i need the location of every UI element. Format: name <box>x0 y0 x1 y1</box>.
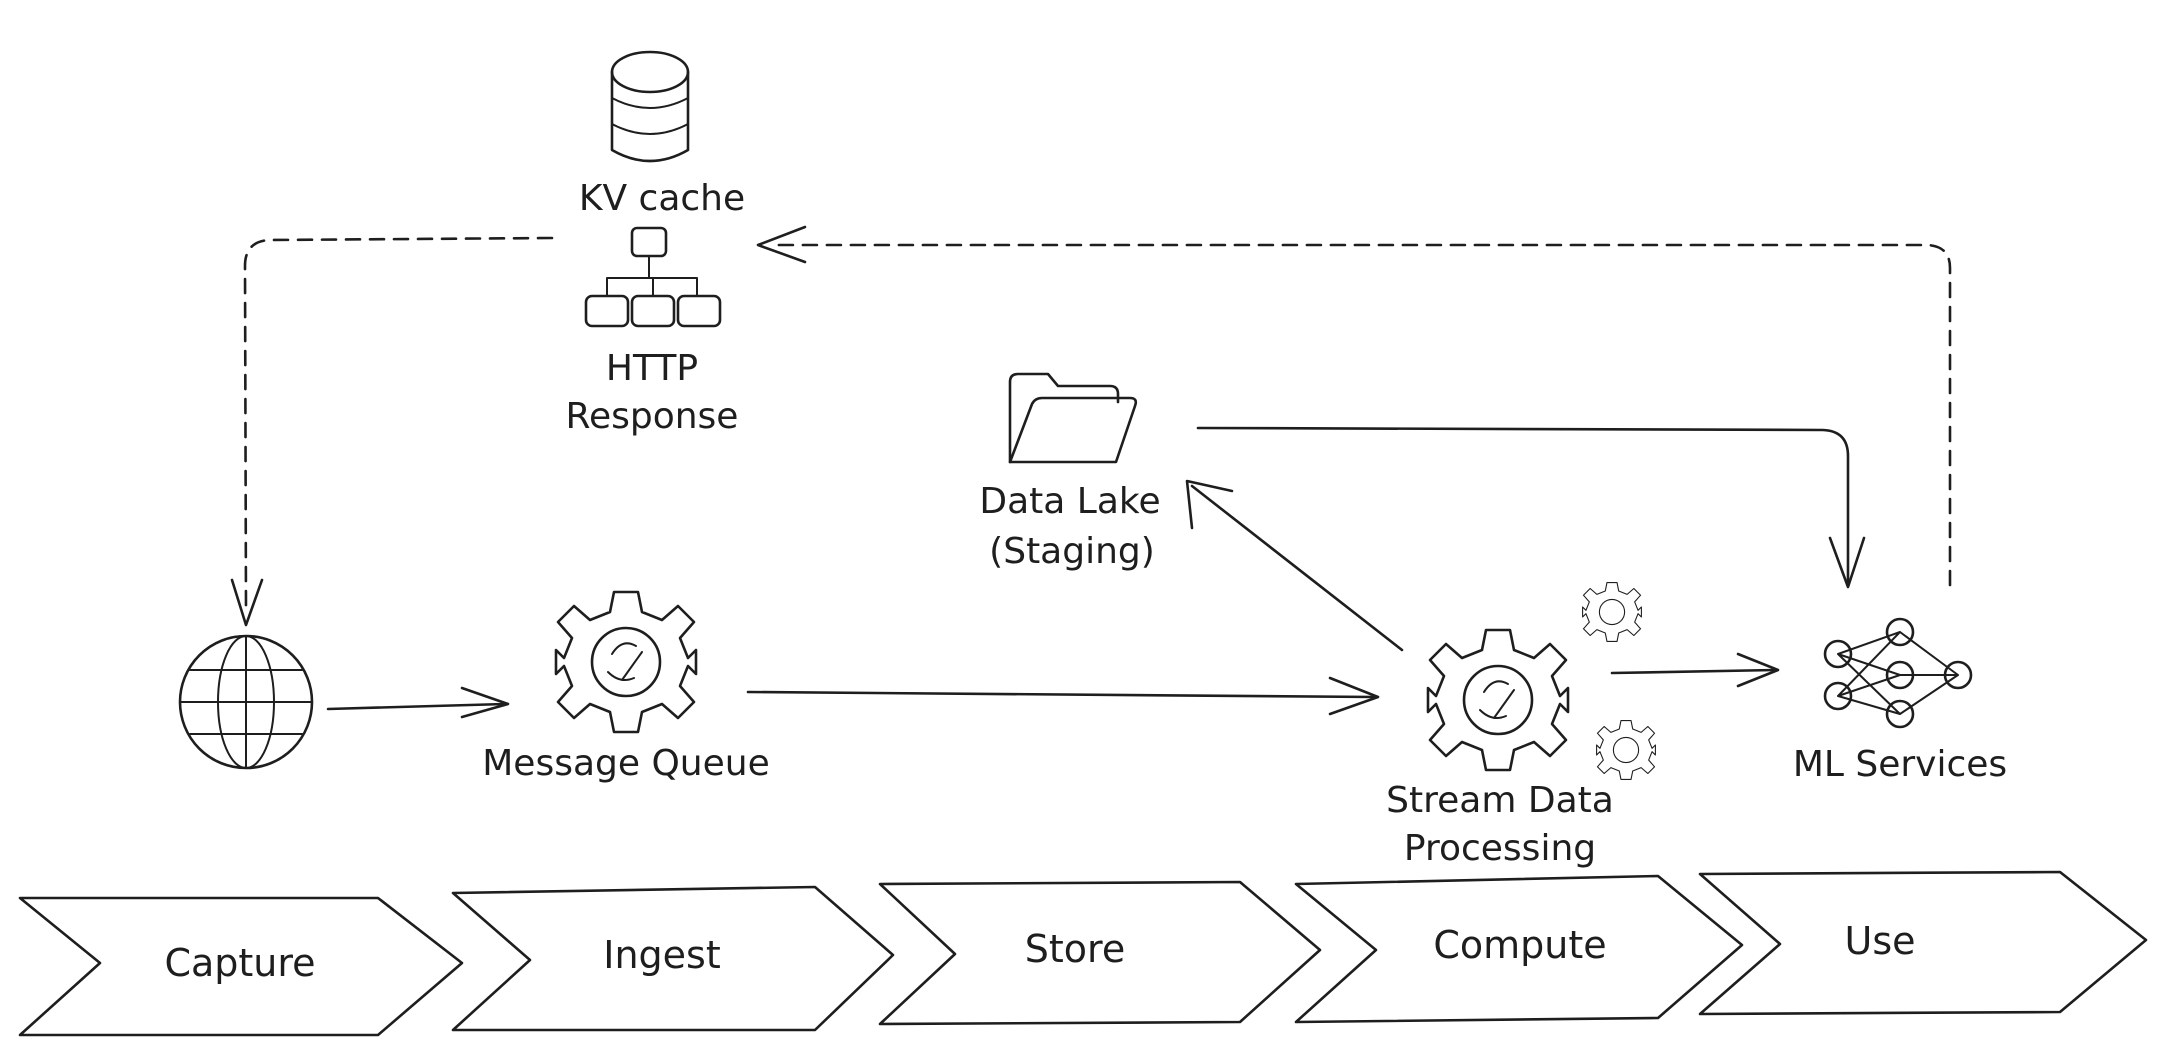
stage-label: Ingest <box>603 933 721 977</box>
arrowhead-into-globe <box>230 578 264 627</box>
data-lake-label-line1: Data Lake <box>979 481 1160 522</box>
database-icon <box>610 50 690 163</box>
kv-cache-label: KV cache <box>579 178 745 219</box>
node-kv-cache: KV cache <box>579 50 745 219</box>
stage-label: Store <box>1025 927 1125 971</box>
small-gear-icon <box>1582 582 1642 642</box>
stage-capture: Capture <box>18 896 464 1037</box>
folder-icon <box>1008 372 1138 464</box>
connector-queue-to-stream <box>746 690 1377 699</box>
small-gear-icon <box>1596 720 1656 780</box>
connector-ml-to-kvcache <box>768 243 1952 587</box>
arrowhead-into-queue <box>460 686 510 719</box>
hierarchy-icon <box>584 226 722 328</box>
http-response-label-line1: HTTP <box>606 348 698 389</box>
node-stream-processing: Stream Data Processing <box>1386 582 1656 869</box>
gear-icon <box>1426 628 1570 772</box>
arrowhead-into-datalake <box>1185 479 1234 530</box>
stream-processing-label-line2: Processing <box>1404 828 1596 869</box>
node-globe <box>178 634 314 770</box>
neural-network-icon <box>1823 617 1973 729</box>
stream-processing-label-line1: Stream Data <box>1386 780 1614 821</box>
connectors <box>230 225 1952 719</box>
node-http-response: HTTP Response <box>566 226 739 437</box>
stage-bar: Capture Ingest Store Compute Use <box>18 870 2148 1037</box>
data-lake-label-line2: (Staging) <box>989 531 1155 572</box>
node-ml-services: ML Services <box>1793 617 2007 785</box>
connector-kvcache-to-globe <box>243 236 554 614</box>
stage-label: Capture <box>164 941 315 985</box>
node-message-queue: Message Queue <box>482 590 770 784</box>
gear-icon <box>554 590 698 734</box>
connector-stream-to-ml <box>1610 668 1777 675</box>
http-response-label-line2: Response <box>566 396 739 437</box>
arrowhead-into-ml <box>1828 536 1866 589</box>
arrowhead-into-kvcache <box>756 225 807 264</box>
stage-label: Compute <box>1433 923 1606 967</box>
stage-use: Use <box>1698 870 2148 1016</box>
connector-stream-to-datalake <box>1190 484 1404 652</box>
stage-compute: Compute <box>1294 874 1744 1024</box>
arrowhead-into-stream <box>1328 676 1380 716</box>
arrowhead-into-ml-services <box>1736 652 1780 688</box>
stage-store: Store <box>878 880 1322 1026</box>
globe-icon <box>178 634 314 770</box>
message-queue-label: Message Queue <box>482 743 770 784</box>
connector-globe-to-queue <box>326 702 507 711</box>
connector-datalake-to-ml <box>1196 426 1850 587</box>
ml-services-label: ML Services <box>1793 744 2007 785</box>
node-data-lake: Data Lake (Staging) <box>979 372 1161 572</box>
stage-ingest: Ingest <box>451 885 895 1032</box>
stage-label: Use <box>1845 919 1916 963</box>
